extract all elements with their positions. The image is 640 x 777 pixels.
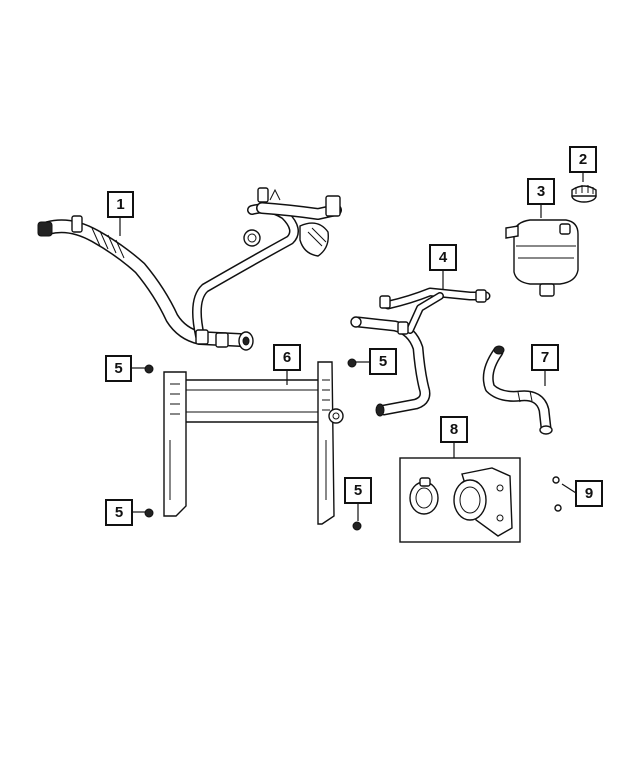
part-3-coolant-reservoir [505,219,579,297]
callout-7-label: 7 [541,349,549,366]
callout-5c: 5 [105,499,133,526]
part-4-heater-hose [350,287,491,417]
callout-8: 8 [440,416,468,443]
callout-9: 9 [575,480,603,507]
callout-4: 4 [429,244,457,271]
callout-7: 7 [531,344,559,371]
callout-6: 6 [273,344,301,371]
callout-5d: 5 [344,477,372,504]
part-7-lower-hose [482,345,553,435]
callout-5d-label: 5 [354,482,362,499]
callout-5b: 5 [369,348,397,375]
callout-8-label: 8 [450,421,458,438]
fastener-5b [347,358,357,368]
callout-1: 1 [107,191,134,218]
callout-2-label: 2 [579,151,587,168]
leader-lines [119,172,584,521]
callout-3-label: 3 [537,183,545,200]
fastener-5c [144,508,154,518]
fastener-5d [352,521,362,531]
callout-4-label: 4 [439,249,448,266]
callout-5b-label: 5 [379,353,387,370]
part-6-radiator [163,361,344,525]
callout-1-label: 1 [116,196,124,213]
part-8-thermostat-housing [399,457,521,543]
callout-3: 3 [527,178,555,205]
callout-5a: 5 [105,355,132,382]
callout-2: 2 [569,146,597,173]
fastener-9 [552,476,562,512]
callout-5c-label: 5 [115,504,123,521]
callout-9-label: 9 [585,485,593,502]
callout-6-label: 6 [283,349,291,366]
callout-5a-label: 5 [114,360,122,377]
part-1-radiator-hose [37,187,342,351]
fastener-5a [144,364,154,374]
part-2-reservoir-cap [571,185,597,203]
